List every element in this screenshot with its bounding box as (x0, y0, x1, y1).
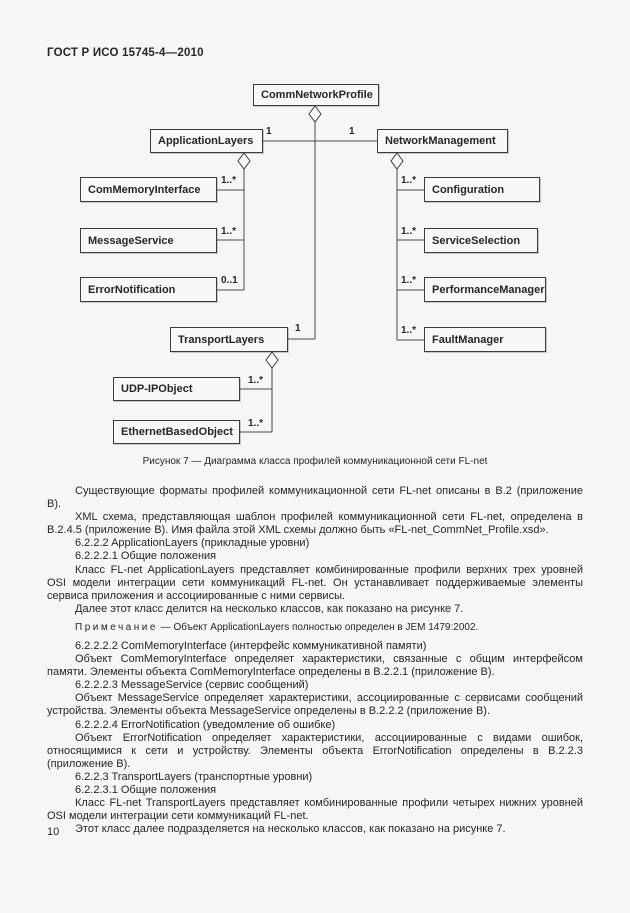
figure-caption: Рисунок 7 — Диаграмма класса профилей ко… (142, 456, 488, 467)
class-box-commemoryinterface: ComMemoryInterface (80, 177, 217, 202)
class-box-udpipobject: UDP-IPObject (113, 377, 240, 401)
class-box-networkmanagement: NetworkManagement (377, 129, 508, 153)
class-box-configuration: Configuration (424, 177, 540, 202)
paragraph: Существующие форматы профилей коммуникац… (47, 485, 583, 511)
paragraph: Объект MessageService определяет характе… (47, 692, 583, 718)
note-text: — Объект ApplicationLayers полностью опр… (157, 621, 479, 633)
note-label: Примечание (75, 621, 158, 633)
multiplicity-label-configuration: 1..* (401, 175, 417, 186)
aggregation-diamond-icon (265, 351, 279, 369)
multiplicity-label-messageservice: 1..* (221, 226, 237, 237)
document-header: ГОСТ Р ИСО 15745-4—2010 (47, 47, 204, 59)
multiplicity-label-applicationlayers: 1 (266, 126, 272, 137)
multiplicity-label-networkmanagement: 1 (349, 126, 355, 137)
multiplicity-label-errornotification: 0..1 (221, 275, 238, 286)
multiplicity-label-faultmanager: 1..* (401, 325, 417, 336)
section-heading: 6.2.2.2.1 Общие положения (75, 550, 217, 563)
multiplicity-label-commemoryinterface: 1..* (221, 175, 237, 186)
paragraph: Класс FL-net ApplicationLayers представл… (47, 563, 583, 602)
class-box-ethernetbasedobject: EthernetBasedObject (113, 420, 240, 444)
class-box-transportlayers: TransportLayers (170, 327, 288, 352)
multiplicity-label-serviceselection: 1..* (401, 226, 417, 237)
section-heading: 6.2.2.2 ApplicationLayers (прикладные ур… (75, 537, 310, 550)
class-box-commnetworkprofile: CommNetworkProfile (253, 84, 379, 106)
section-heading: 6.2.2.2.2 ComMemoryInterface (интерфейс … (75, 639, 427, 652)
class-box-performancemanager: PerformanceManager (424, 277, 546, 302)
section-heading: 6.2.2.3.1 Общие положения (75, 783, 217, 796)
section-heading: 6.2.2.2.4 ErrorNotification (уведомление… (75, 718, 336, 731)
paragraph: Класс FL-net TransportLayers представляе… (47, 797, 583, 823)
aggregation-diamond-icon (237, 152, 251, 170)
aggregation-diamond-icon (308, 105, 322, 123)
class-box-serviceselection: ServiceSelection (424, 228, 538, 253)
note-paragraph: Примечание — Объект ApplicationLayers по… (47, 622, 583, 634)
class-box-applicationlayers: ApplicationLayers (150, 129, 263, 153)
class-box-faultmanager: FaultManager (424, 327, 546, 352)
paragraph: XML схема, представляющая шаблон профиле… (47, 511, 583, 537)
paragraph: Объект ErrorNotification определяет хара… (47, 731, 583, 770)
multiplicity-label-performancemanager: 1..* (401, 275, 417, 286)
multiplicity-label-ethernetbasedobject: 1..* (248, 418, 264, 429)
body-text: Существующие форматы профилей коммуникац… (47, 485, 583, 836)
class-box-messageservice: MessageService (80, 228, 217, 253)
class-box-errornotification: ErrorNotification (80, 277, 217, 302)
aggregation-diamond-icon (390, 152, 404, 170)
paragraph: Далее этот класс делится на несколько кл… (75, 602, 464, 615)
page-number: 10 (47, 826, 60, 838)
section-heading: 6.2.2.2.3 MessageService (сервис сообщен… (75, 679, 309, 692)
multiplicity-label-udpipobject: 1..* (248, 375, 264, 386)
paragraph: Объект ComMemoryInterface определяет хар… (47, 653, 583, 679)
multiplicity-label-transportlayers: 1 (295, 323, 301, 334)
section-heading: 6.2.2.3 TransportLayers (транспортные ур… (75, 770, 313, 783)
paragraph: Этот класс далее подразделяется на неско… (75, 823, 506, 836)
